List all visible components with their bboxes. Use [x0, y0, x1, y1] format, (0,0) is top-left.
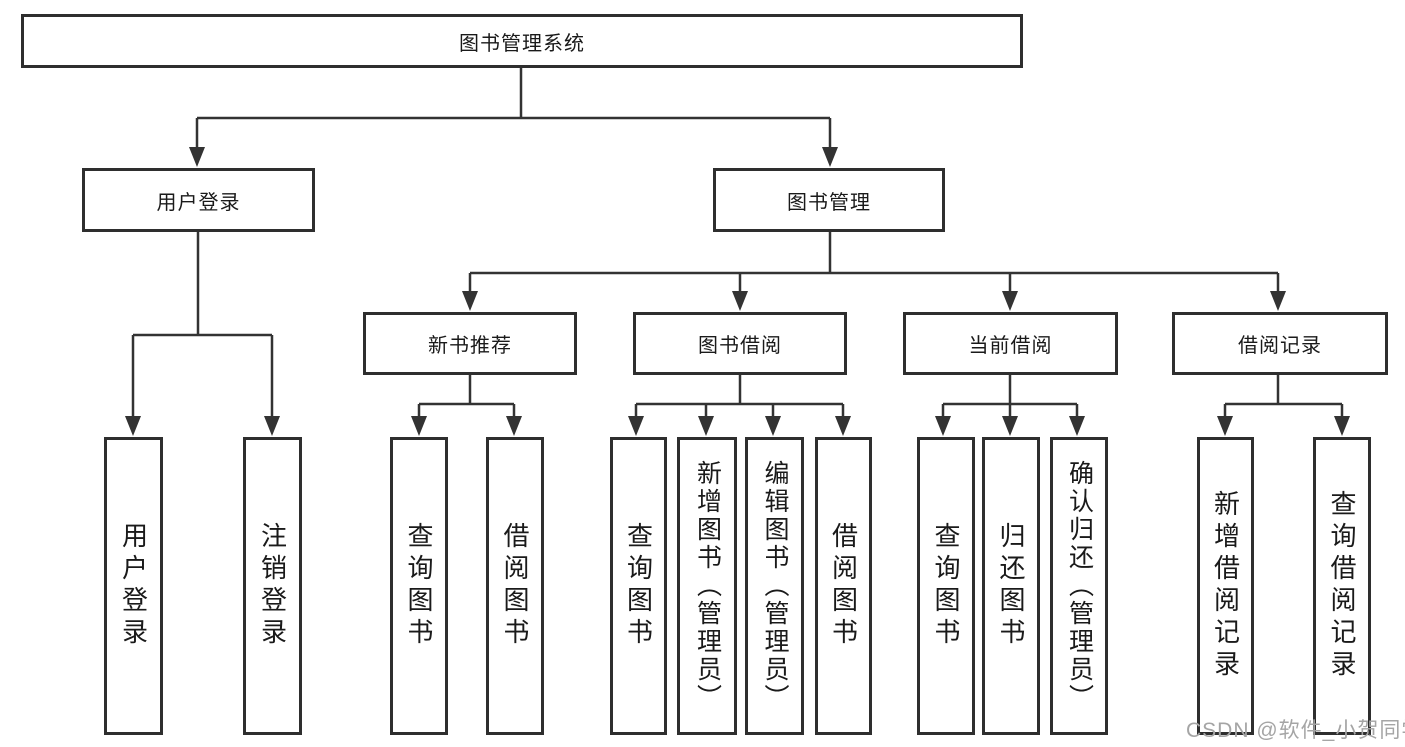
node-label: 图书管理系统 — [459, 32, 585, 55]
node-current-borrow: 当前借阅 — [903, 312, 1118, 375]
arrowheads — [125, 147, 1350, 436]
node-label: 查询图书 — [404, 522, 434, 650]
csdn-watermark: CSDN @软件_小贺同学 — [1186, 719, 1405, 742]
node-user-login: 用户登录 — [82, 168, 315, 232]
node-label: 新书推荐 — [428, 335, 512, 357]
leaf-confirm-return-admin: 确认归还（管理员） — [1050, 437, 1108, 735]
leaf-query-books-current: 查询图书 — [917, 437, 975, 735]
node-library-management-system: 图书管理系统 — [21, 14, 1023, 68]
leaf-borrow-books: 借阅图书 — [815, 437, 872, 735]
leaf-query-books-borrow: 查询图书 — [610, 437, 667, 735]
node-book-management: 图书管理 — [713, 168, 945, 232]
node-label: 查询图书 — [623, 522, 654, 650]
node-label: 查询图书 — [931, 522, 961, 650]
leaf-query-borrow-record: 查询借阅记录 — [1313, 437, 1371, 735]
node-new-book-recommend: 新书推荐 — [363, 312, 577, 375]
node-label: 借阅图书 — [500, 522, 530, 650]
leaf-user-login: 用户登录 — [104, 437, 163, 735]
node-label: 编辑图书（管理员） — [761, 460, 789, 712]
node-label: 图书借阅 — [698, 335, 782, 357]
node-label: 新增借阅记录 — [1210, 490, 1241, 682]
node-label: 新增图书（管理员） — [693, 460, 722, 712]
leaf-return-book: 归还图书 — [982, 437, 1040, 735]
leaf-logout: 注销登录 — [243, 437, 302, 735]
node-label: 注销登录 — [257, 522, 288, 650]
node-label: 图书管理 — [787, 191, 871, 214]
leaf-add-borrow-record: 新增借阅记录 — [1197, 437, 1254, 735]
node-label: 借阅记录 — [1238, 335, 1322, 357]
node-label: 查询借阅记录 — [1327, 490, 1357, 682]
node-borrow-record: 借阅记录 — [1172, 312, 1388, 375]
leaf-borrow-books-recommend: 借阅图书 — [486, 437, 544, 735]
leaf-edit-book-admin: 编辑图书（管理员） — [745, 437, 804, 735]
node-label: 归还图书 — [996, 522, 1026, 650]
leaf-query-books-recommend: 查询图书 — [390, 437, 448, 735]
node-label: 用户登录 — [118, 522, 149, 650]
leaf-add-book-admin: 新增图书（管理员） — [677, 437, 737, 735]
node-label: 当前借阅 — [968, 335, 1053, 357]
node-label: 用户登录 — [156, 191, 241, 214]
node-label: 借阅图书 — [828, 522, 859, 650]
node-book-borrow: 图书借阅 — [633, 312, 847, 375]
node-label: 确认归还（管理员） — [1065, 460, 1094, 712]
